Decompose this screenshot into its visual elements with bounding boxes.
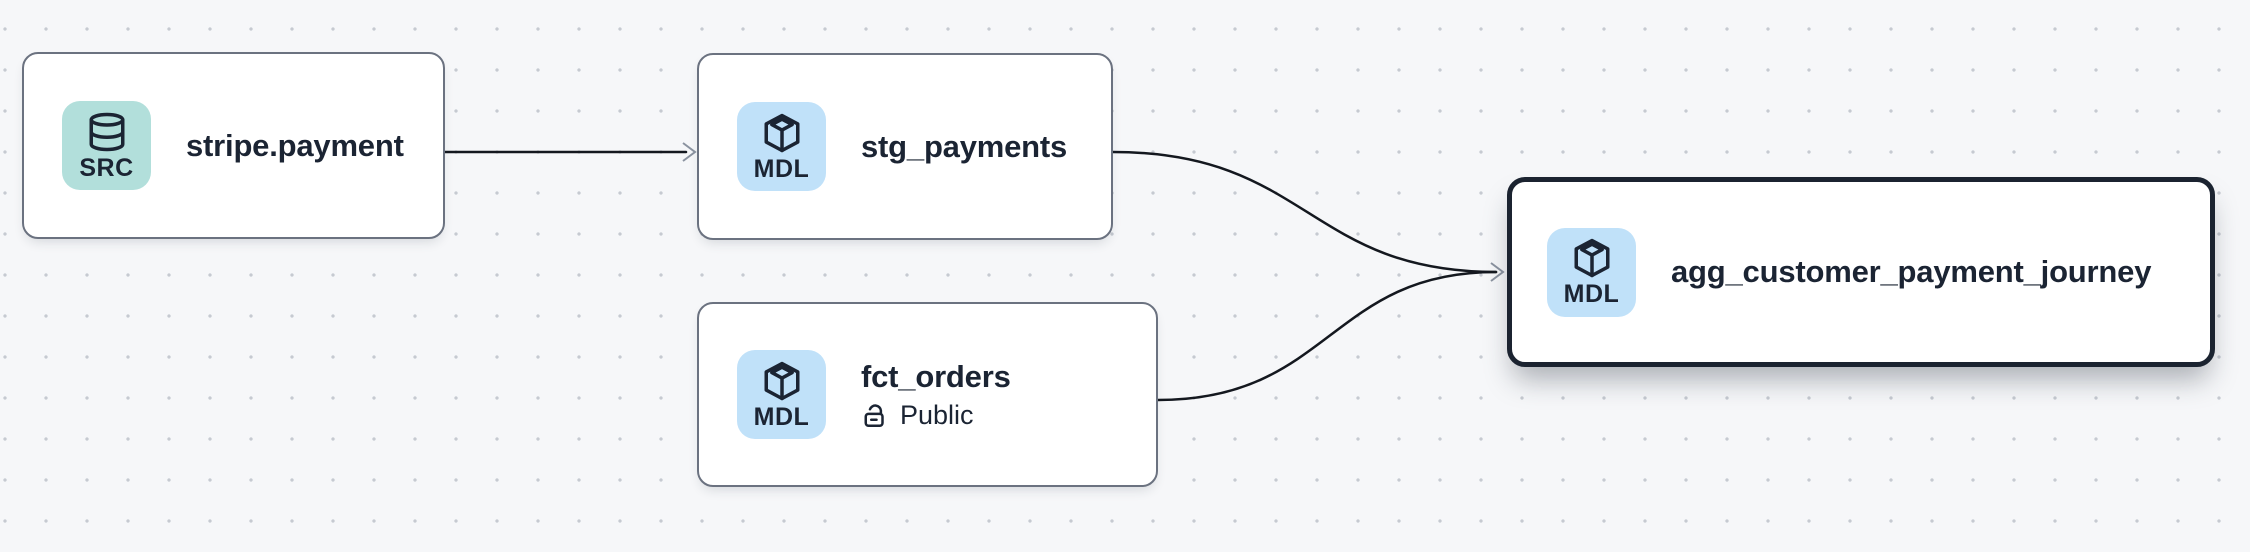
node-type-badge: MDL [737,102,826,191]
unlock-icon [864,403,884,427]
edge-fct-orders-to-agg-customer-payment-journey[interactable] [1156,270,1498,402]
node-title: stripe.payment [186,127,404,163]
badge-label: MDL [1563,280,1620,308]
node-type-badge: SRC [62,101,151,190]
arrowhead-icon [1490,262,1505,282]
node-type-badge: MDL [737,350,826,439]
node-agg-customer-payment-journey[interactable]: MDL agg_customer_payment_journey [1507,177,2215,367]
access-row: Public [861,399,1011,431]
node-title: agg_customer_payment_journey [1671,254,2152,290]
cube-icon [764,361,799,400]
node-title: stg_payments [861,128,1068,164]
node-stripe-payment[interactable]: SRC stripe.payment [22,52,445,239]
arrowhead-icon [682,142,697,162]
database-icon [89,112,124,151]
node-fct-orders[interactable]: MDL fct_orders Public [697,302,1158,487]
access-label: Public [900,399,974,430]
node-stg-payments[interactable]: MDL stg_payments [697,53,1113,240]
node-title: fct_orders [861,359,1011,395]
badge-label: MDL [753,402,810,431]
badge-label: MDL [753,154,810,183]
node-type-badge: MDL [1547,227,1636,317]
badge-label: SRC [79,153,134,182]
cube-icon [1574,238,1609,278]
edge-stg-payments-to-agg-customer-payment-journey[interactable] [1111,150,1498,274]
cube-icon [764,113,799,152]
